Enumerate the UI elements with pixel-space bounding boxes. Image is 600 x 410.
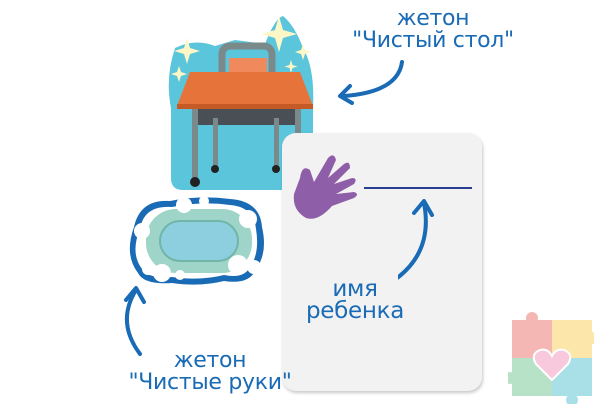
arrow-to-desk-icon (330, 58, 410, 108)
hand-print-icon (288, 148, 366, 226)
arrow-to-name-line-icon (398, 195, 448, 287)
desk-token-label-line1: жетон (396, 6, 470, 31)
child-name-card (282, 133, 482, 391)
child-name-label-line1: имя (332, 276, 378, 302)
child-name-label: имя ребенка (300, 276, 410, 324)
arrow-to-soap-icon (118, 282, 158, 362)
desk-token-label: жетон "Чистый стол" (348, 8, 518, 52)
hands-token-label-line1: жетон (173, 348, 247, 373)
hands-token-label: жетон "Чистые руки" (125, 350, 295, 394)
child-name-label-line2: ребенка (305, 298, 404, 324)
puzzle-heart-logo (508, 312, 594, 404)
desk-token-label-line2: "Чистый стол" (352, 28, 514, 53)
soap-token-icon (120, 193, 270, 289)
desk-token-icon (155, 8, 320, 198)
child-name-line (364, 187, 472, 189)
hands-token-label-line2: "Чистые руки" (128, 370, 292, 395)
